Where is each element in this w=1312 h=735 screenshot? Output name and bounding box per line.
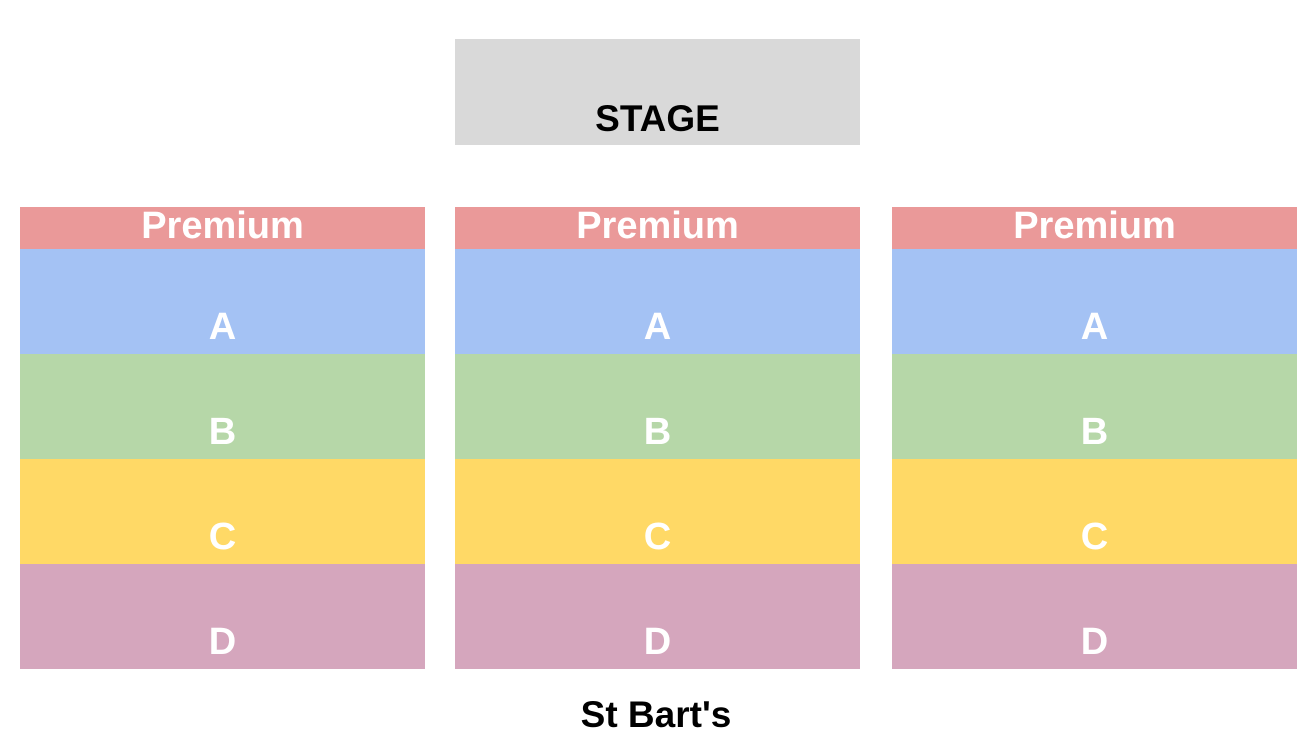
tier-c-label: C [643, 516, 672, 558]
tier-b-label: B [208, 411, 237, 453]
tier-premium-label: Premium [576, 205, 739, 247]
tier-b[interactable]: B [455, 354, 860, 459]
seating-section-center: Premium A B C D [455, 207, 860, 669]
stage-label: STAGE [595, 98, 720, 139]
seating-section-right: Premium A B C D [892, 207, 1297, 669]
tier-a[interactable]: A [20, 249, 425, 354]
tier-premium[interactable]: Premium [20, 207, 425, 249]
tier-c[interactable]: C [455, 459, 860, 564]
tier-b[interactable]: B [20, 354, 425, 459]
tier-premium-label: Premium [1013, 205, 1176, 247]
tier-c-label: C [1080, 516, 1109, 558]
tier-a-label: A [643, 306, 672, 348]
tier-d-label: D [1080, 621, 1109, 663]
seating-section-left: Premium A B C D [20, 207, 425, 669]
tier-premium-label: Premium [141, 205, 304, 247]
tier-d-label: D [208, 621, 237, 663]
tier-d[interactable]: D [455, 564, 860, 669]
tier-b[interactable]: B [892, 354, 1297, 459]
tier-c-label: C [208, 516, 237, 558]
tier-b-label: B [643, 411, 672, 453]
tier-premium[interactable]: Premium [892, 207, 1297, 249]
venue-name: St Bart's [580, 694, 732, 735]
tier-a-label: A [208, 306, 237, 348]
tier-d-label: D [643, 621, 672, 663]
tier-premium[interactable]: Premium [455, 207, 860, 249]
tier-a-label: A [1080, 306, 1109, 348]
tier-a[interactable]: A [455, 249, 860, 354]
tier-c[interactable]: C [892, 459, 1297, 564]
tier-d[interactable]: D [892, 564, 1297, 669]
tier-a[interactable]: A [892, 249, 1297, 354]
tier-c[interactable]: C [20, 459, 425, 564]
tier-d[interactable]: D [20, 564, 425, 669]
stage: STAGE [455, 39, 860, 145]
tier-b-label: B [1080, 411, 1109, 453]
